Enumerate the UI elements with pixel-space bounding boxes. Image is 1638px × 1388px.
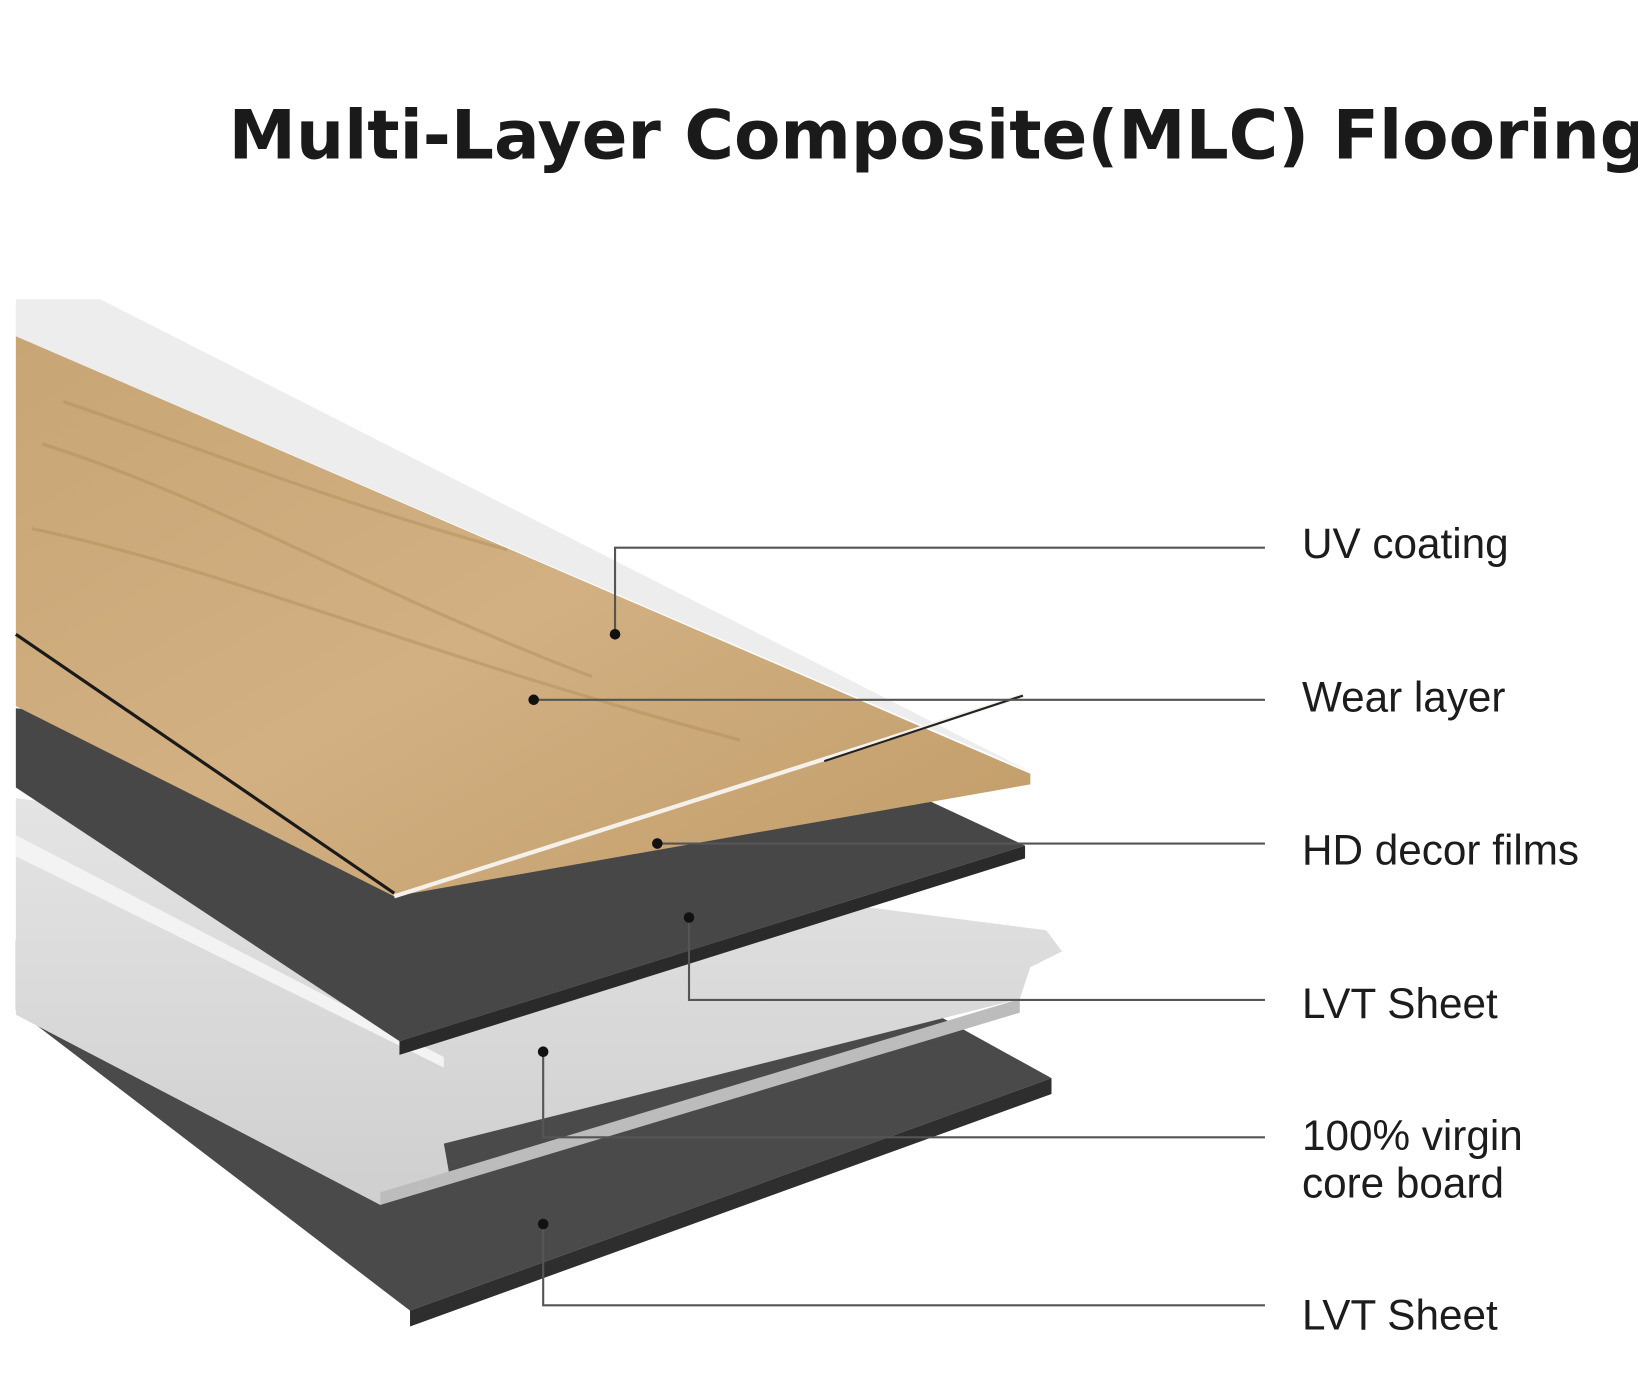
backdrop-band bbox=[15, 299, 1031, 772]
diagram-title: Multi-Layer Composite(MLC) Flooring bbox=[229, 96, 1638, 175]
hd-decor-film-layer bbox=[15, 336, 1031, 897]
lvt-sheet-leader bbox=[687, 917, 1265, 1001]
wear-layer-marker bbox=[528, 694, 539, 706]
label-lvt-sheet: LVT Sheet bbox=[1302, 980, 1498, 1027]
core-board-leader bbox=[542, 1051, 1265, 1139]
bottom-lvt-marker bbox=[537, 1218, 549, 1230]
label-core-board-line2: core board bbox=[1302, 1160, 1504, 1207]
label-bottom-lvt-sheet: LVT Sheet bbox=[1302, 1292, 1498, 1339]
uv-coating-marker bbox=[609, 629, 621, 640]
decor-film-marker bbox=[652, 838, 663, 849]
label-core-board-line1: 100% virgin bbox=[1302, 1112, 1523, 1159]
lvt-sheet-marker bbox=[683, 912, 695, 923]
core-board-marker bbox=[537, 1046, 549, 1058]
bottom-lvt-leader bbox=[542, 1223, 1265, 1307]
uv-coating-leader bbox=[613, 546, 1265, 635]
wear-layer bbox=[14, 632, 1024, 899]
label-hd-decor-films: HD decor films bbox=[1302, 827, 1579, 874]
label-uv-coating: UV coating bbox=[1302, 520, 1509, 567]
label-wear-layer: Wear layer bbox=[1302, 673, 1506, 720]
